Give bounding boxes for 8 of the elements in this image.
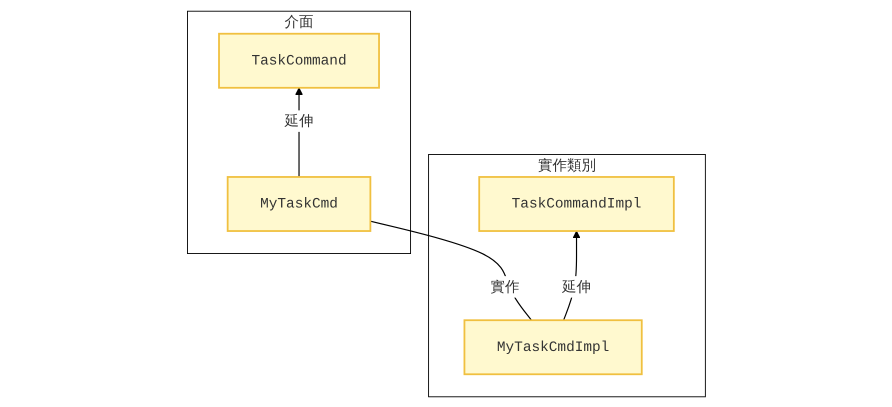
- node-box: MyTaskCmdImpl: [463, 318, 642, 375]
- edge-label: 延伸: [284, 112, 314, 129]
- edge-label: 實作: [490, 277, 519, 294]
- node-box: MyTaskCmd: [226, 176, 371, 232]
- node-box: TaskCommand: [218, 32, 380, 88]
- node-box: TaskCommandImpl: [478, 176, 674, 232]
- edge-label: 延伸: [562, 277, 591, 294]
- connector: [370, 220, 532, 320]
